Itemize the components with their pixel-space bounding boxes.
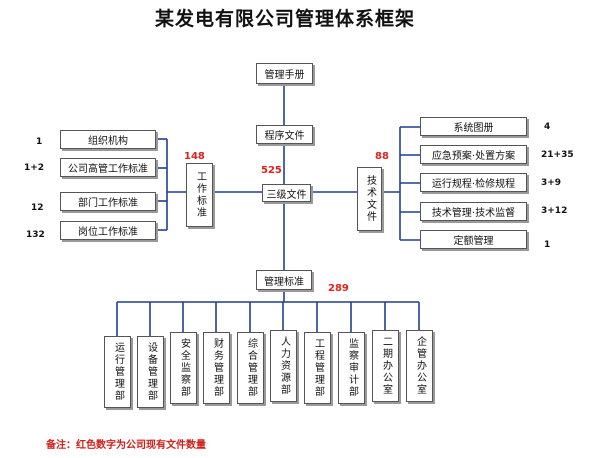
diagram-title: 某发电有限公司管理体系框架 [154, 8, 415, 30]
dept-safety: 安全监察部 [170, 332, 197, 404]
left-item-org: 组织机构 [60, 130, 156, 149]
left-item-exec-std: 公司高管工作标准 [60, 158, 156, 177]
dept-audit: 监察审计部 [338, 332, 365, 404]
left-item-dept-std: 部门工作标准 [60, 192, 156, 211]
dept-enterprise-office-label: 企管办公室 [414, 336, 426, 396]
dept-phase2-office-label: 二期办公室 [380, 336, 392, 396]
dept-engineering: 工程管理部 [304, 332, 331, 404]
dept-equipment-label: 设备管理部 [145, 342, 157, 402]
right-item-emergency-plans: 应急预案·处置方案 [420, 145, 527, 164]
dept-finance: 财务管理部 [203, 332, 230, 404]
work-standard-label: 工作标准 [194, 171, 206, 219]
dept-general-label: 综合管理部 [245, 338, 257, 398]
technical-docs-label: 技术文件 [364, 175, 376, 223]
dept-operations: 运行管理部 [104, 336, 131, 408]
left-count-post: 132 [26, 230, 45, 240]
left-count-dept: 12 [31, 203, 44, 213]
work-standard-box: 工作标准 [186, 163, 213, 227]
footnote: 备注：红色数字为公司现有文件数量 [46, 440, 206, 451]
technical-docs-box: 技术文件 [357, 167, 382, 231]
mgmt-std-count: 289 [328, 283, 349, 294]
management-standard-box: 管理标准 [256, 270, 312, 290]
right-item-tech-supervision: 技术管理·技术监督 [420, 202, 527, 221]
right-count-emergency: 21+35 [541, 150, 574, 160]
dept-engineering-label: 工程管理部 [312, 338, 324, 398]
tech-docs-count: 88 [375, 151, 389, 162]
dept-equipment: 设备管理部 [137, 336, 164, 408]
dept-hr-label: 人力资源部 [278, 336, 290, 396]
dept-audit-label: 监察审计部 [346, 338, 358, 398]
left-count-exec: 1+2 [24, 163, 45, 173]
management-manual-box: 管理手册 [256, 63, 313, 84]
dept-general: 综合管理部 [237, 332, 264, 404]
dept-operations-label: 运行管理部 [112, 342, 124, 402]
level3-docs-box: 三级文件 [262, 184, 311, 202]
dept-hr: 人力资源部 [270, 330, 297, 402]
right-item-system-diagrams: 系统图册 [420, 117, 527, 136]
level3-count: 525 [261, 165, 282, 176]
dept-safety-label: 安全监察部 [178, 338, 190, 398]
dept-finance-label: 财务管理部 [211, 338, 223, 398]
dept-enterprise-office: 企管办公室 [406, 330, 433, 402]
right-count-tech: 3+12 [541, 206, 568, 216]
right-item-quota-mgmt: 定额管理 [420, 230, 527, 249]
right-count-system: 4 [544, 122, 551, 132]
right-item-operation-rules: 运行规程·检修规程 [420, 173, 527, 192]
right-count-quota: 1 [544, 240, 551, 250]
right-count-operation: 3+9 [541, 178, 562, 188]
procedure-docs-box: 程序文件 [256, 125, 313, 144]
work-std-count: 148 [184, 151, 205, 162]
dept-phase2-office: 二期办公室 [372, 330, 399, 402]
left-count-org: 1 [36, 137, 43, 147]
left-item-post-std: 岗位工作标准 [60, 221, 156, 240]
